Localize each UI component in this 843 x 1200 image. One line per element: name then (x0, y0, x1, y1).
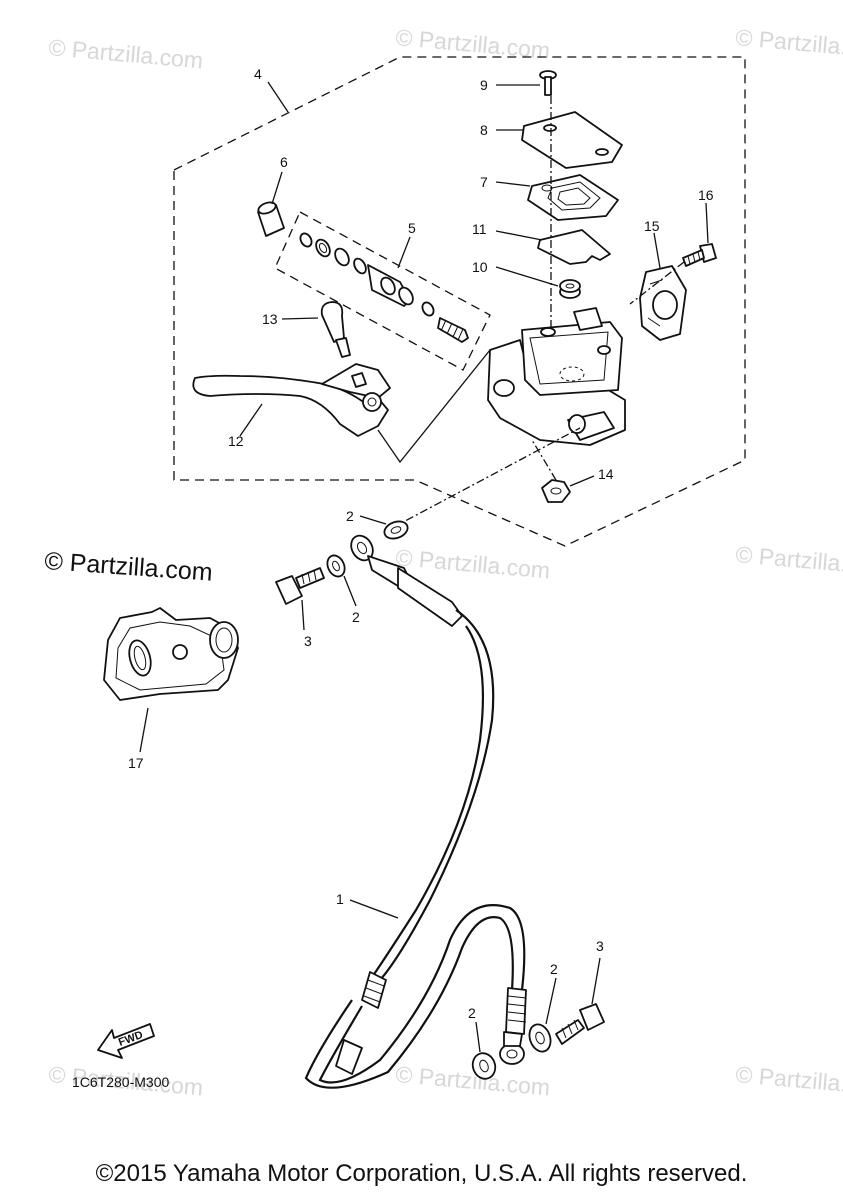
part-15-holder (639, 232, 687, 341)
lower-banjo-hardware (471, 957, 605, 1080)
part-17-lever-cover (103, 607, 239, 753)
callout-6: 6 (280, 154, 288, 170)
callout-15: 15 (644, 218, 660, 234)
callout-2: 2 (550, 961, 558, 977)
callout-5: 5 (408, 220, 416, 236)
part-9-screw (496, 70, 557, 96)
callout-4: 4 (254, 66, 262, 82)
callout-1: 1 (336, 891, 344, 907)
partzilla-logo-text: © Partzilla.com (44, 547, 214, 587)
diagram-code: 1C6T280-M300 (72, 1074, 169, 1090)
leader-5 (397, 236, 411, 269)
callout-13: 13 (262, 311, 278, 327)
callout-17: 17 (128, 755, 144, 771)
callout-11: 11 (472, 221, 487, 237)
callout-14: 14 (598, 466, 614, 482)
part-7-diaphragm (495, 174, 619, 221)
fwd-arrow-icon: FWD (97, 1023, 155, 1059)
callout-7: 7 (480, 174, 488, 190)
callout-3: 3 (596, 938, 604, 954)
copyright-notice: ©2015 Yamaha Motor Corporation, U.S.A. A… (95, 1160, 748, 1187)
part-10-grommet (495, 266, 581, 299)
part-11-plate (495, 229, 611, 265)
part-14-nut (531, 439, 595, 503)
callout-9: 9 (480, 77, 488, 93)
callout-8: 8 (480, 122, 488, 138)
callout-12: 12 (228, 433, 244, 449)
callout-2: 2 (352, 609, 360, 625)
part-1-brake-hose (304, 534, 527, 1089)
part-5-piston-kit (299, 232, 469, 343)
master-cylinder-body (487, 307, 626, 446)
banjo-alignment-line (391, 427, 581, 529)
leader-lever-to-body (377, 349, 491, 464)
watermark: © Partzilla.com (735, 1061, 843, 1100)
callout-2: 2 (468, 1005, 476, 1021)
part-8-reservoir-cap (496, 111, 623, 169)
piston-kit-outline (274, 211, 491, 371)
callouts: 1 2 2 2 2 3 3 4 5 6 7 8 9 10 11 12 13 14… (128, 66, 714, 1021)
callout-3: 3 (304, 633, 312, 649)
watermark: © Partzilla.com (735, 541, 843, 580)
callout-2: 2 (346, 508, 354, 524)
part-6-boot (257, 171, 285, 237)
part-13-pivot-bolt (281, 301, 351, 358)
watermark: © Partzilla.com (48, 34, 205, 73)
master-cylinder-assembly-outline (173, 56, 746, 547)
callout-10: 10 (472, 259, 488, 275)
part-12-lever (192, 363, 391, 437)
callout-16: 16 (698, 187, 714, 203)
part-16-bolt (629, 202, 717, 305)
watermark: © Partzilla.com (735, 24, 843, 63)
leader-4 (267, 81, 289, 113)
watermark: © Partzilla.com (395, 544, 552, 583)
upper-banjo-hardware (275, 515, 409, 631)
